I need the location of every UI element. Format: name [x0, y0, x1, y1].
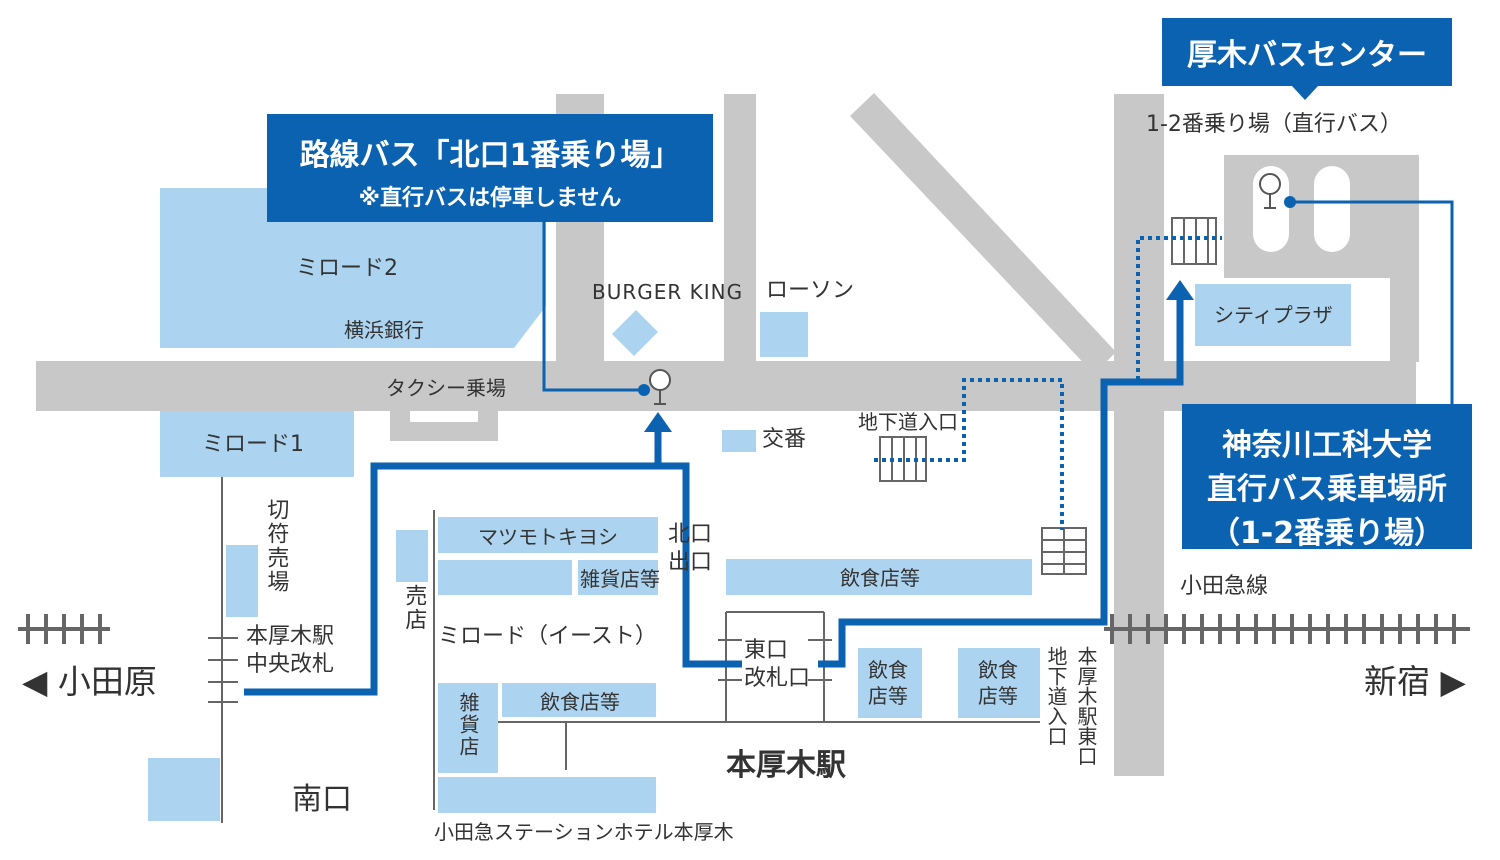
- building-restaurants-small1: [858, 648, 922, 718]
- label-city-plaza: シティプラザ: [1214, 303, 1333, 327]
- arrow-bus-center: [1166, 280, 1194, 300]
- label-lawson: ローソン: [766, 278, 855, 303]
- building-mirodo1: [160, 411, 354, 477]
- building-south-west: [148, 758, 220, 821]
- label-south-exit: 南口: [292, 782, 352, 817]
- building-zakka-left: [438, 560, 572, 595]
- railway-west: [18, 614, 110, 644]
- building-city-plaza: [1195, 284, 1351, 346]
- label-restaurants-small2-line1: 飲食: [978, 658, 1018, 682]
- label-underpass-vertical: 地下道入口: [1044, 646, 1068, 746]
- route-east-gate: [818, 300, 1184, 668]
- label-zakka2: 雑貨店: [456, 692, 480, 758]
- building-zakka1: [578, 560, 658, 595]
- building-matsumoto: [438, 517, 658, 553]
- label-restaurants-small2-line2: 店等: [978, 684, 1018, 708]
- road-north-center: [724, 94, 756, 364]
- building-mirodo2: [160, 188, 546, 348]
- dot-bus-center-stop: [1284, 196, 1296, 208]
- label-kiosk: 売店: [401, 584, 427, 632]
- building-restaurants-small2: [958, 648, 1040, 718]
- label-station-hotel: 小田急ステーションホテル本厚木: [434, 820, 734, 844]
- callout-kait-line2: 直行バス乗車場所: [1207, 472, 1447, 507]
- callout-kait-line1: 神奈川工科大学: [1222, 428, 1432, 463]
- walking-route: [244, 300, 1184, 696]
- label-odawara: ◀ 小田原: [22, 662, 157, 701]
- stairs-icon: [879, 217, 1217, 575]
- road-east-vertical: [1114, 94, 1164, 776]
- label-east-gate-line2: 改札口: [744, 666, 811, 691]
- railway-east: [1104, 614, 1470, 644]
- building-restaurants2: [502, 683, 656, 717]
- label-mirodo1: ミロード1: [202, 432, 304, 457]
- road-diagonal: [850, 93, 1116, 374]
- callout-local-bus-note: ※直行バスは停車しません: [358, 186, 622, 211]
- label-east-exit-vertical: 本厚木駅東口: [1074, 646, 1098, 766]
- label-ticket-office: 切符売場: [263, 498, 289, 594]
- label-taxi: タクシー乗場: [386, 376, 506, 400]
- route-central-gate: [244, 462, 742, 696]
- label-central-gate-line2: 中央改札: [246, 652, 335, 677]
- label-yokohama-bank: 横浜銀行: [344, 318, 424, 342]
- label-koban: 交番: [762, 427, 807, 452]
- callout-bus-center-text: 厚木バスセンター: [1187, 38, 1427, 73]
- bus-platform-island-2: [1314, 166, 1350, 252]
- label-north-exit-line2: 出口: [668, 550, 713, 575]
- callout-local-bus-title: 路線バス「北口1番乗り場」: [299, 138, 681, 173]
- building-lawson: [760, 312, 808, 357]
- label-underpass-entrance: 地下道入口: [858, 410, 958, 434]
- label-central-gate-line1: 本厚木駅: [246, 624, 335, 649]
- label-east-gate-line1: 東口: [744, 638, 789, 663]
- label-restaurants-small1-line2: 店等: [868, 684, 908, 708]
- label-platform-12: 1-2番乗り場（直行バス）: [1146, 112, 1402, 137]
- dot-north-bus-stop: [638, 384, 650, 396]
- label-zakka1: 雑貨店等: [580, 567, 660, 591]
- callout-kait-line3: （1-2番乗り場）: [1209, 516, 1445, 551]
- label-shinjuku: 新宿 ▶: [1364, 662, 1466, 701]
- building-restaurants1: [726, 559, 1032, 595]
- building-ticket-office: [226, 545, 258, 617]
- callout-local-bus: 路線バス「北口1番乗り場」 ※直行バスは停車しません: [267, 114, 713, 222]
- label-matsumoto: マツモトキヨシ: [478, 525, 618, 549]
- label-restaurants1: 飲食店等: [840, 566, 920, 590]
- building-zakka2: [438, 683, 498, 773]
- label-burger-king: BURGER KING: [592, 280, 744, 304]
- taxi-bay-bottom: [390, 422, 498, 441]
- road-bus-terminal-top: [1224, 262, 1419, 278]
- label-restaurants2: 飲食店等: [540, 690, 620, 714]
- label-north-exit-line1: 北口: [668, 522, 713, 547]
- callout-kait-direct-bus: 神奈川工科大学 直行バス乗車場所 （1-2番乗り場）: [1182, 404, 1472, 551]
- building-kiosk: [396, 530, 428, 582]
- stairs-icon-bus-center: [1171, 217, 1217, 265]
- label-restaurants-small1-line1: 飲食: [868, 658, 908, 682]
- label-mirodo2: ミロード2: [296, 256, 398, 281]
- arrow-north-bus-stop: [644, 412, 672, 432]
- underground-route: [874, 236, 1222, 530]
- road-main-horizontal: [36, 361, 1416, 411]
- road-bus-terminal-east: [1390, 262, 1419, 362]
- building-hotel: [438, 777, 656, 813]
- label-mirodo-east: ミロード（イースト）: [438, 624, 657, 649]
- label-odakyu-line: 小田急線: [1180, 574, 1269, 599]
- callout-pointer-bus-center: [1292, 86, 1318, 100]
- leader-lines: [542, 200, 1454, 404]
- callout-bus-center: 厚木バスセンター: [1162, 18, 1452, 86]
- bus-stop-icon: [649, 173, 1281, 405]
- buildings: [148, 188, 1351, 821]
- building-koban: [722, 430, 756, 452]
- label-hon-atsugi-station: 本厚木駅: [726, 748, 846, 783]
- building-burger-king: [612, 310, 658, 356]
